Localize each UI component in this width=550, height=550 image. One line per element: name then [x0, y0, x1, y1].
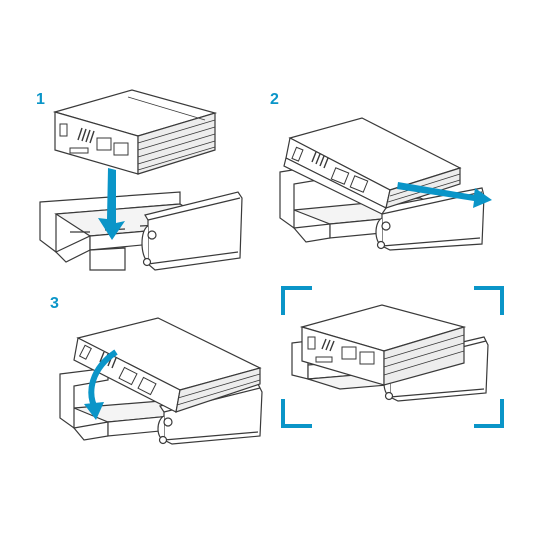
corner-bracket-icon [281, 286, 504, 428]
step-3-illustration [59, 317, 263, 445]
step-2-number: 2 [270, 91, 279, 108]
mounting-bracket [39, 191, 243, 271]
step-1-number: 1 [36, 91, 45, 108]
gateway-device [283, 117, 462, 215]
arrow-curved-down-icon [84, 349, 118, 420]
arrow-down-icon [98, 168, 125, 240]
gateway-device [52, 89, 218, 175]
final-assembly-illustration [281, 286, 504, 428]
step-2-illustration [279, 117, 492, 251]
gateway-device [73, 317, 262, 413]
step-3-number: 3 [50, 295, 59, 312]
arrow-right-icon [397, 182, 492, 208]
gateway-device [299, 304, 467, 386]
step-1-illustration [39, 89, 243, 271]
